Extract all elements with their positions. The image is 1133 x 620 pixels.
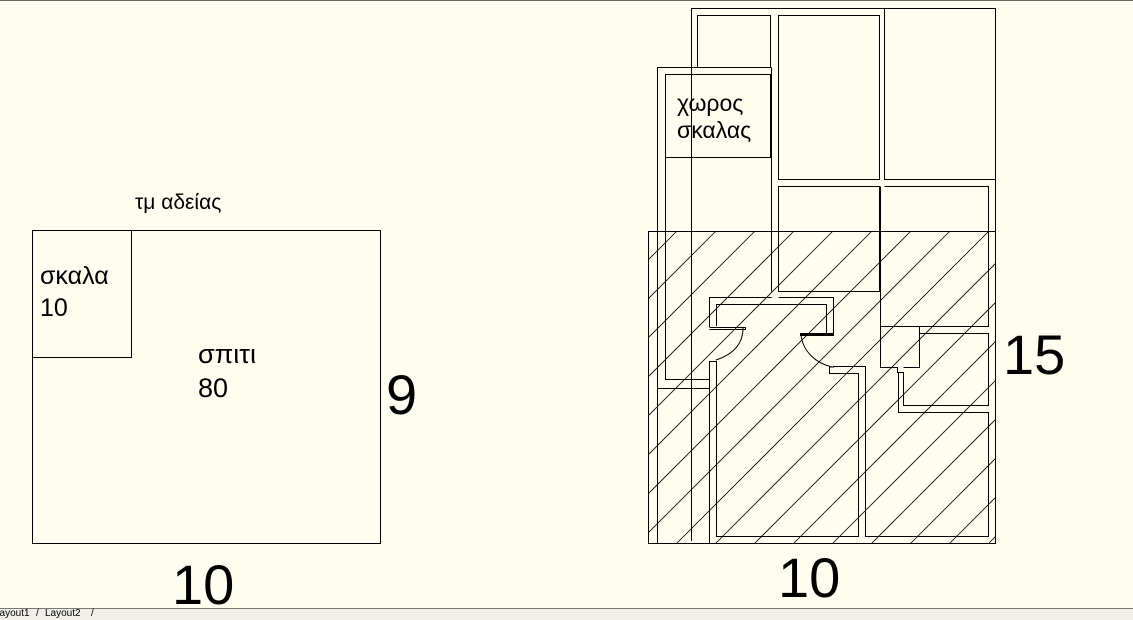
house-label: σπιτι xyxy=(198,339,256,369)
stair-room-line1: χωρος xyxy=(677,90,743,116)
stair-room-line2: σκαλας xyxy=(677,117,751,143)
stair-label: σκαλα xyxy=(40,262,109,290)
hatch-line xyxy=(91,231,404,544)
hatch-line xyxy=(831,379,996,544)
room-lower-right xyxy=(829,366,989,537)
hatch-line xyxy=(714,262,996,544)
hatch-pattern xyxy=(91,231,1133,544)
layout-tab-bar: Layout1 / Layout2 / xyxy=(0,608,1133,620)
stair-room xyxy=(665,74,771,158)
hatch-line xyxy=(1027,231,1133,544)
hatch-line xyxy=(675,231,990,544)
drawing-canvas[interactable]: τμ αδείας σκαλα 10 σπιτι 80 9 10 xyxy=(0,1,1133,608)
left-plan xyxy=(32,230,381,544)
viewport-top-border xyxy=(0,0,1133,1)
tab-divider: / xyxy=(36,608,39,619)
hatch-line xyxy=(648,231,717,300)
right-dim-height: 15 xyxy=(1003,323,1065,386)
hatch-line xyxy=(648,231,912,495)
corridor-inner xyxy=(716,304,827,334)
upper-small-room xyxy=(697,15,771,68)
room-lower-left xyxy=(709,361,859,544)
room-top-middle xyxy=(778,15,880,180)
room-right-small xyxy=(880,326,989,406)
stair-value: 10 xyxy=(40,294,68,322)
hatch-boundary xyxy=(648,231,996,544)
corridor-outer xyxy=(709,297,834,335)
stair-lower-wall xyxy=(665,157,710,380)
hatch-line xyxy=(208,231,521,544)
hatch-line xyxy=(948,496,996,544)
tab-layout2[interactable]: Layout2 xyxy=(45,608,81,619)
plot-title: τμ αδείας xyxy=(135,191,221,214)
hatch-line xyxy=(753,301,996,544)
room-mid-middle xyxy=(778,186,880,292)
hatch-line xyxy=(286,231,599,544)
hatch-line xyxy=(648,231,951,534)
door-right-jamb xyxy=(800,333,834,336)
plot-outline xyxy=(32,230,381,544)
tab-divider: / xyxy=(91,608,94,619)
hatch-line xyxy=(870,418,996,544)
stair-area-outline xyxy=(32,230,132,358)
tab-layout1[interactable]: Layout1 xyxy=(0,608,30,619)
hatch-line xyxy=(648,231,756,339)
room-top-right xyxy=(884,8,996,180)
hatch-line xyxy=(909,457,996,544)
upper-outline xyxy=(691,8,996,543)
right-plan xyxy=(91,8,1133,544)
right-dim-width: 10 xyxy=(778,546,840,608)
left-dim-width: 10 xyxy=(172,553,234,608)
hatch-line xyxy=(325,231,638,544)
hatch-line xyxy=(792,340,996,544)
door-left-swing xyxy=(715,327,744,361)
stair-outer-wall xyxy=(657,67,772,544)
door-right-swing xyxy=(800,334,833,368)
room-mid-right xyxy=(880,186,989,327)
hatch-line xyxy=(648,231,795,378)
hatch-line xyxy=(987,535,996,544)
hatch-line xyxy=(648,231,834,417)
left-dim-height: 9 xyxy=(386,363,417,426)
hatch-line xyxy=(648,231,873,456)
house-value: 80 xyxy=(198,373,228,403)
door-left-jamb xyxy=(709,327,746,330)
